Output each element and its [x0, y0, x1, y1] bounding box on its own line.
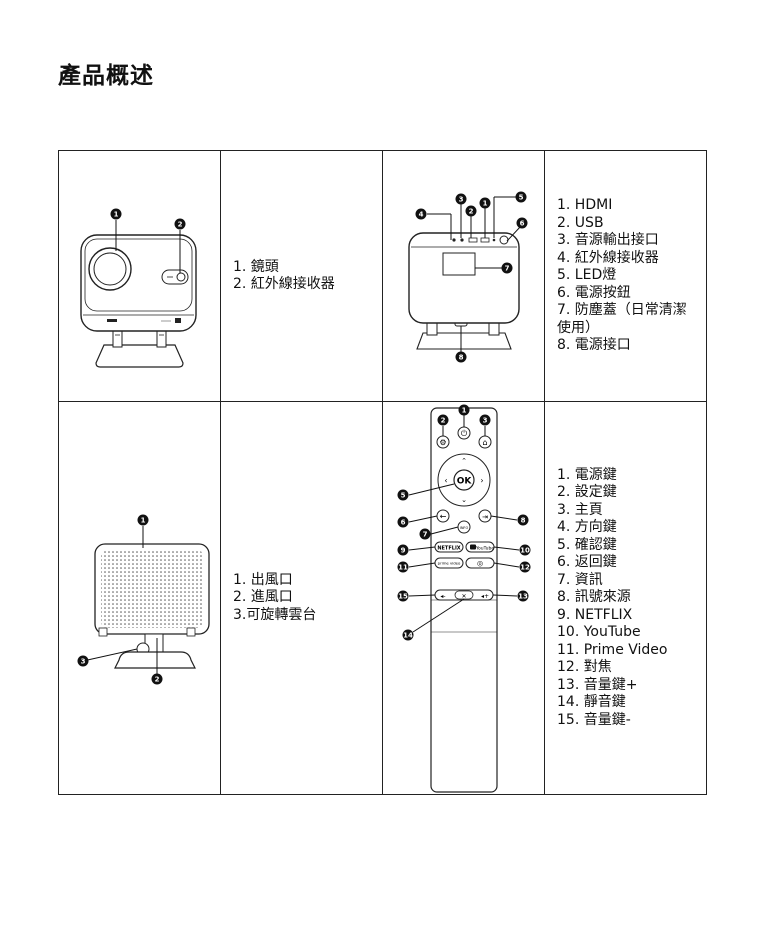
list-item: 7. 防塵蓋（日常清潔使用）	[557, 302, 687, 336]
list-item: 12. 對焦	[557, 659, 612, 676]
info-label: INFO	[460, 526, 469, 530]
list-item: 7. 資訊	[557, 571, 603, 588]
svg-text:10: 10	[520, 547, 530, 555]
projector-front-image-cell: 1 2	[58, 150, 221, 402]
list-item: 2. 進風口	[233, 589, 293, 606]
list-item: 2. USB	[557, 214, 604, 231]
svg-text:8: 8	[459, 354, 464, 362]
list-item: 4. 紅外線接收器	[557, 249, 659, 266]
svg-text:4: 4	[419, 211, 424, 219]
list-item: 1. 出風口	[233, 571, 293, 588]
svg-text:12: 12	[520, 564, 530, 572]
svg-text:3: 3	[483, 417, 488, 425]
svg-text:2: 2	[155, 676, 160, 684]
gear-icon: ⚙	[439, 438, 446, 447]
list-item: 1. 鏡頭	[233, 258, 279, 275]
remote-image-cell: ⚙ ⏻ ⌂ OK ⌃ ⌄ ‹ › ← ⇥ INFO	[382, 401, 545, 795]
list-item: 2. 設定鍵	[557, 484, 617, 501]
list-item: 8. 電源接口	[557, 337, 631, 354]
list-item: 6. 返回鍵	[557, 554, 617, 571]
svg-text:2: 2	[441, 417, 446, 425]
svg-text:2: 2	[469, 208, 474, 216]
home-icon: ⌂	[482, 438, 487, 447]
product-overview-table: 1 2 1. 鏡頭 2. 紅外線接收器	[58, 150, 707, 795]
side-parts-cell: 1. 出風口 2. 進風口 3.可旋轉雲台	[220, 401, 383, 795]
svg-text:9: 9	[401, 547, 406, 555]
side-parts-list: 1. 出風口 2. 進風口 3.可旋轉雲台	[221, 572, 382, 625]
power-icon: ⏻	[461, 429, 468, 438]
svg-text:1: 1	[483, 200, 488, 208]
arrow-right-icon: ›	[480, 476, 483, 485]
mute-icon: ✕	[461, 593, 466, 600]
front-parts-cell: 1. 鏡頭 2. 紅外線接收器	[220, 150, 383, 402]
svg-text:6: 6	[520, 220, 525, 228]
list-item: 14. 靜音鍵	[557, 694, 626, 711]
projector-back-illustration: 4 3 2 1 5 6 7 8	[408, 191, 528, 363]
list-item: 10. YouTube	[557, 624, 641, 641]
projector-front-illustration: 1 2	[80, 208, 197, 368]
front-parts-list: 1. 鏡頭 2. 紅外線接收器	[221, 259, 382, 294]
arrow-down-icon: ⌄	[461, 496, 467, 504]
focus-icon: ◎	[477, 560, 483, 568]
list-item: 4. 方向鍵	[557, 519, 617, 536]
netflix-label: NETFLIX	[437, 546, 460, 552]
remote-buttons-cell: 1. 電源鍵 2. 設定鍵 3. 主頁 4. 方向鍵 5. 確認鍵 6. 返回鍵…	[544, 401, 707, 795]
svg-text:3: 3	[81, 658, 86, 666]
table-row: 1 2 1. 鏡頭 2. 紅外線接收器	[58, 150, 707, 402]
prime-video-label: prime video	[438, 561, 461, 566]
svg-text:7: 7	[423, 531, 428, 539]
list-item: 3. 主頁	[557, 501, 603, 518]
list-item: 3.可旋轉雲台	[233, 606, 317, 623]
svg-text:1: 1	[141, 517, 146, 525]
arrow-left-icon: ‹	[444, 476, 447, 485]
input-source-icon: ⇥	[482, 513, 488, 521]
ok-button[interactable]	[453, 469, 475, 491]
list-item: 6. 電源按鈕	[557, 284, 631, 301]
projector-back-image-cell: 4 3 2 1 5 6 7 8	[382, 150, 545, 402]
svg-text:1: 1	[462, 407, 467, 415]
svg-text:14: 14	[403, 632, 413, 640]
remote-illustration: ⚙ ⏻ ⌂ OK ⌃ ⌄ ‹ › ← ⇥ INFO	[397, 404, 531, 793]
list-item: 5. LED燈	[557, 267, 617, 284]
list-item: 5. 確認鍵	[557, 536, 617, 553]
list-item: 11. Prime Video	[557, 641, 668, 658]
projector-side-illustration: 1 3 2	[77, 514, 210, 685]
volume-up-icon: ◂+	[481, 593, 489, 600]
svg-text:5: 5	[519, 194, 524, 202]
list-item: 3. 音源輸出接口	[557, 232, 659, 249]
list-item: 8. 訊號來源	[557, 589, 631, 606]
back-parts-cell: 1. HDMI 2. USB 3. 音源輸出接口 4. 紅外線接收器 5. LE…	[544, 150, 707, 402]
svg-text:6: 6	[401, 519, 406, 527]
svg-text:15: 15	[398, 593, 408, 601]
svg-text:2: 2	[178, 221, 183, 229]
projector-side-image-cell: 1 3 2	[58, 401, 221, 795]
page-title: 產品概述	[58, 63, 154, 89]
list-item: 1. 電源鍵	[557, 466, 617, 483]
list-item: 1. HDMI	[557, 197, 613, 214]
svg-text:8: 8	[521, 517, 526, 525]
list-item: 13. 音量鍵+	[557, 676, 638, 693]
svg-text:5: 5	[401, 492, 406, 500]
svg-text:3: 3	[459, 196, 464, 204]
list-item: 9. NETFLIX	[557, 606, 633, 623]
back-parts-list: 1. HDMI 2. USB 3. 音源輸出接口 4. 紅外線接收器 5. LE…	[545, 197, 706, 355]
arrow-up-icon: ⌃	[461, 457, 467, 465]
ok-label: OK	[457, 477, 473, 487]
volume-down-icon: ◂-	[440, 593, 445, 600]
youtube-label: YouTube	[475, 546, 495, 552]
svg-text:1: 1	[114, 211, 119, 219]
svg-text:13: 13	[518, 593, 528, 601]
list-item: 2. 紅外線接收器	[233, 276, 335, 292]
back-arrow-icon: ←	[440, 512, 447, 521]
svg-text:11: 11	[398, 564, 408, 572]
svg-text:7: 7	[505, 265, 510, 273]
list-item: 15. 音量鍵-	[557, 711, 631, 728]
table-row: 1 3 2 1. 出風口 2. 進風口 3.可旋轉雲台 ⚙	[58, 401, 707, 795]
remote-buttons-list: 1. 電源鍵 2. 設定鍵 3. 主頁 4. 方向鍵 5. 確認鍵 6. 返回鍵…	[545, 467, 706, 730]
